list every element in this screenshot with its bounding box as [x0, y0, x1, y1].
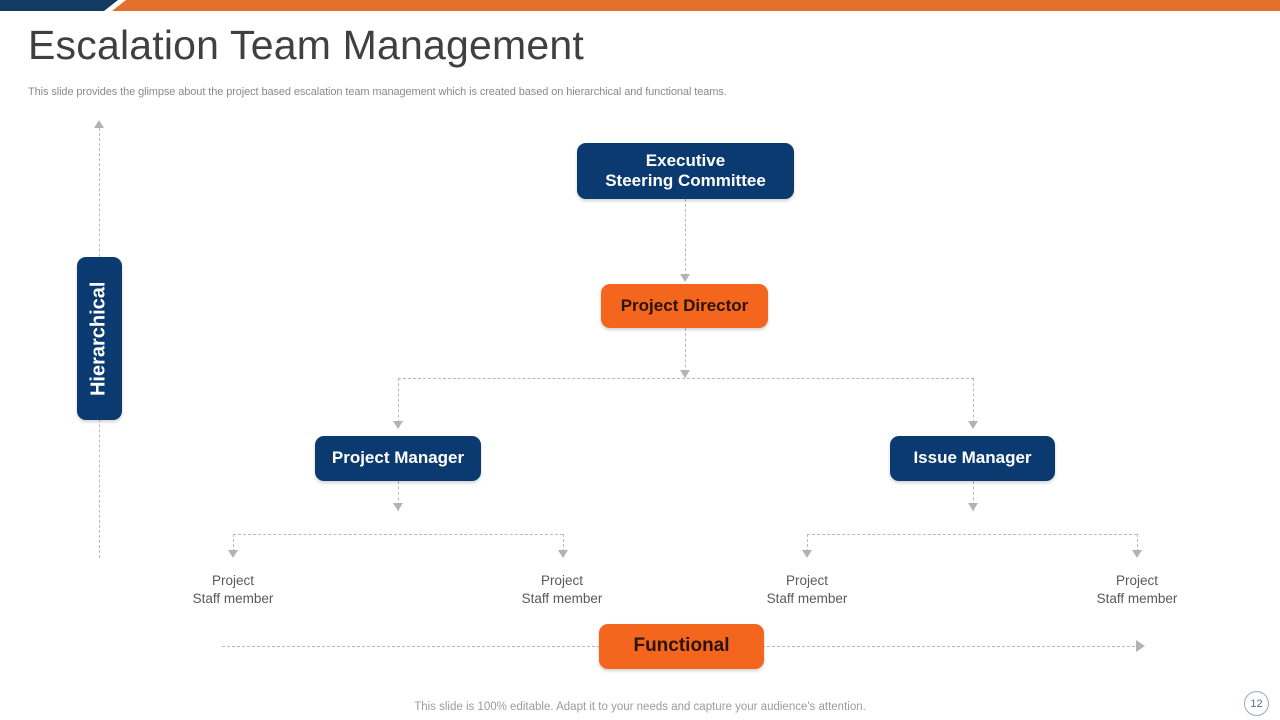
- connector-arrow-pm-icon: [393, 421, 403, 429]
- node-staff-member[interactable]: Project Staff member: [1062, 572, 1212, 608]
- node-issue-manager-label: Issue Manager: [913, 448, 1032, 468]
- hierarchical-axis-arrowhead-icon: [94, 120, 104, 128]
- node-staff-member-line2: Staff member: [521, 590, 603, 606]
- page-subtitle: This slide provides the glimpse about th…: [28, 86, 727, 98]
- node-executive-steering-committee[interactable]: Executive Steering Committee: [577, 143, 794, 199]
- node-issue-manager[interactable]: Issue Manager: [890, 436, 1055, 481]
- connector-arrow-director-stem-icon: [680, 370, 690, 378]
- connector-im-staff3: [1137, 534, 1138, 552]
- connector-pm-staff1: [563, 534, 564, 552]
- connector-im-stem: [973, 481, 974, 511]
- connector-arrow-staff1-icon: [558, 550, 568, 558]
- connector-arrow-im-icon: [968, 421, 978, 429]
- connector-bus-pm-staff: [233, 534, 563, 535]
- connector-arrow-staff3-icon: [1132, 550, 1142, 558]
- node-project-manager[interactable]: Project Manager: [315, 436, 481, 481]
- connector-bus-im-staff: [807, 534, 1137, 535]
- node-project-director-label: Project Director: [620, 295, 749, 315]
- connector-im-staff2: [807, 534, 808, 552]
- footer-note: This slide is 100% editable. Adapt it to…: [414, 701, 866, 713]
- top-accent-navy-segment: [0, 0, 118, 11]
- connector-bus-to-pm: [398, 378, 399, 428]
- node-staff-member-line2: Staff member: [1096, 590, 1178, 606]
- connector-bus-managers: [398, 378, 974, 379]
- connector-arrow-im-stem-icon: [968, 503, 978, 511]
- node-staff-member-line1: Project: [540, 573, 584, 588]
- node-exec-line2: Steering Committee: [605, 171, 766, 190]
- connector-exec-to-director: [685, 199, 686, 276]
- node-staff-member-line1: Project: [211, 573, 255, 588]
- node-staff-member[interactable]: Project Staff member: [732, 572, 882, 608]
- page-number-badge: 12: [1244, 691, 1269, 716]
- top-accent-orange-segment: [112, 0, 1280, 11]
- node-project-director[interactable]: Project Director: [601, 284, 768, 328]
- connector-arrow-director-icon: [680, 274, 690, 282]
- connector-arrow-staff0-icon: [228, 550, 238, 558]
- node-staff-member[interactable]: Project Staff member: [158, 572, 308, 608]
- node-staff-member[interactable]: Project Staff member: [487, 572, 637, 608]
- axis-label-hierarchical-text: Hierarchical: [87, 281, 110, 396]
- functional-axis-arrowhead-icon: [1136, 640, 1145, 652]
- top-accent-bar: [0, 0, 1280, 11]
- connector-pm-stem: [398, 481, 399, 511]
- node-staff-member-line2: Staff member: [192, 590, 274, 606]
- connector-arrow-staff2-icon: [802, 550, 812, 558]
- page-title: Escalation Team Management: [28, 22, 584, 68]
- connector-pm-staff0: [233, 534, 234, 552]
- node-executive-steering-committee-label: Executive Steering Committee: [605, 151, 766, 191]
- axis-label-hierarchical[interactable]: Hierarchical: [77, 257, 122, 420]
- node-project-manager-label: Project Manager: [331, 448, 465, 468]
- connector-director-stem: [685, 328, 686, 378]
- connector-arrow-pm-stem-icon: [393, 503, 403, 511]
- node-staff-member-line1: Project: [1115, 573, 1159, 588]
- connector-bus-to-im: [973, 378, 974, 428]
- node-exec-line1: Executive: [645, 150, 726, 170]
- node-staff-member-line1: Project: [785, 573, 829, 588]
- node-staff-member-line2: Staff member: [766, 590, 848, 606]
- axis-label-functional-text: Functional: [633, 635, 730, 657]
- axis-label-functional[interactable]: Functional: [599, 624, 764, 669]
